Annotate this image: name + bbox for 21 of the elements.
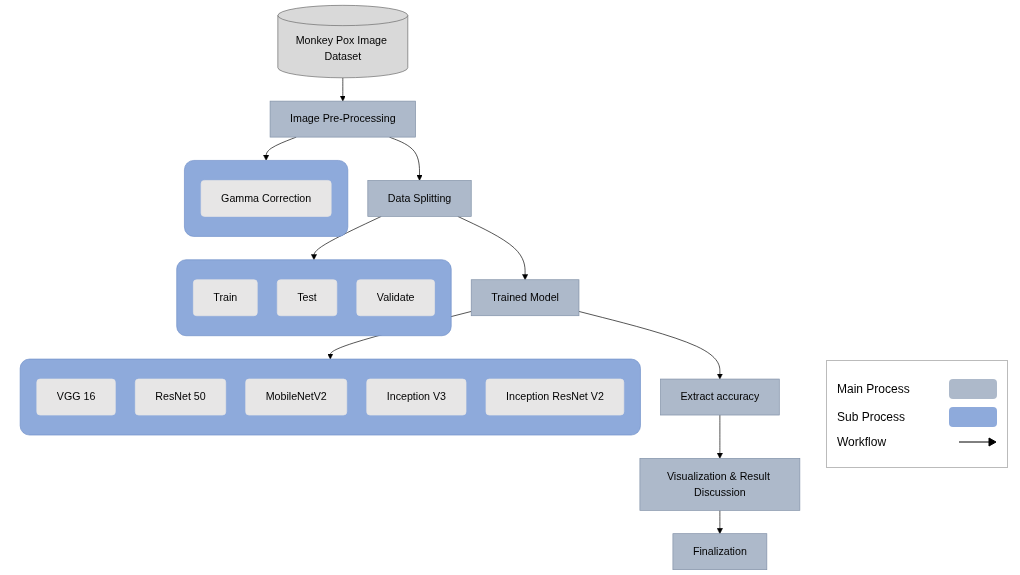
node-box: Finalization — [672, 533, 768, 570]
node-box: Data Splitting — [367, 180, 472, 217]
node-box: VGG 16 — [36, 378, 116, 416]
node-box: Visualization & Result Discussion — [639, 458, 801, 511]
node-box: MobileNetV2 — [245, 378, 348, 416]
node-box: Extract accuracy — [660, 378, 780, 416]
node-box: Inception V3 — [366, 378, 467, 416]
legend-label: Workflow — [837, 435, 887, 449]
node-box: Test — [276, 279, 338, 317]
cluster — [176, 259, 452, 337]
node-box: Inception ResNet V2 — [485, 378, 625, 416]
node-box: ResNet 50 — [135, 378, 227, 416]
node-box: Gamma Correction — [200, 180, 332, 217]
node-box: Image Pre-Processing — [269, 100, 416, 138]
cluster — [19, 358, 641, 436]
cluster — [184, 160, 349, 237]
legend-label: Main Process — [837, 382, 910, 396]
node-box: Validate — [356, 279, 435, 317]
legend-label: Sub Process — [837, 410, 906, 424]
node-box: Trained Model — [470, 279, 580, 317]
node-box: Train — [193, 279, 258, 317]
